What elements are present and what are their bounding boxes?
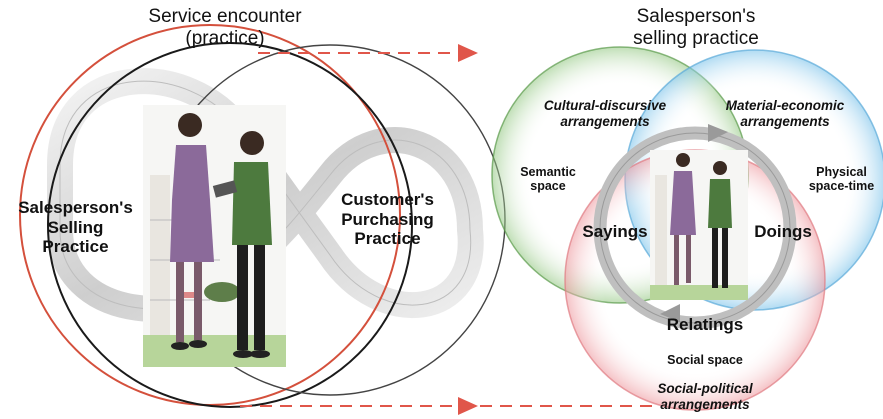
left-practice-line3: Practice — [42, 237, 109, 257]
right-title-line1: Salesperson's — [636, 6, 756, 27]
salesperson-selling-practice-title: Salesperson's selling practice — [596, 6, 796, 50]
social-political-line2: arrangements — [660, 396, 750, 412]
right-title-line2: selling practice — [633, 27, 759, 49]
social-space-label: Social space — [667, 353, 743, 367]
dashed-arrow-right-icon-bottom — [240, 397, 660, 415]
circular-cycle-arrows-icon — [593, 124, 797, 330]
service-encounter-title-line2: (practice) — [185, 27, 265, 49]
dashed-arrow-right-icon — [258, 44, 478, 62]
two-women-shopping-illustration-small — [650, 150, 748, 300]
right-practice-line1: Customer's — [341, 190, 434, 209]
doings-label: Doings — [754, 222, 812, 241]
right-practice-line3: Practice — [354, 229, 421, 249]
physical-line2: space-time — [808, 179, 875, 194]
social-political-label: Social-political arrangements — [630, 381, 780, 412]
social-political-line1: Social-political — [657, 381, 753, 396]
relatings-label: Relatings — [666, 315, 744, 334]
semantic-line1: Semantic — [520, 165, 576, 179]
material-line1: Material-economic — [725, 98, 845, 113]
left-practice-line2: Selling — [47, 217, 104, 237]
black-circle — [47, 42, 413, 408]
customer-purchasing-practice-label: Customer's Purchasing Practice — [320, 190, 455, 249]
sayings-label: Sayings — [582, 222, 648, 241]
semantic-line2: space — [530, 179, 566, 194]
salesperson-selling-practice-label: Salesperson's Selling Practice — [8, 198, 143, 257]
cultural-line1: Cultural-discursive — [543, 98, 667, 113]
service-encounter-title: Service encounter (practice) — [125, 6, 325, 50]
left-practice-line1: Salesperson's — [18, 198, 133, 217]
semantic-space-label: Semantic space — [508, 165, 588, 194]
material-line2: arrangements — [740, 113, 830, 129]
material-economic-label: Material-economic arrangements — [710, 98, 860, 129]
physical-line1: Physical — [816, 165, 867, 179]
physical-space-time-label: Physical space-time — [800, 165, 883, 194]
cultural-discursive-label: Cultural-discursive arrangements — [530, 98, 680, 129]
service-encounter-title-line1: Service encounter — [148, 6, 302, 27]
two-women-shopping-illustration — [143, 105, 286, 367]
cultural-line2: arrangements — [560, 113, 650, 129]
right-practice-line2: Purchasing — [341, 209, 434, 229]
